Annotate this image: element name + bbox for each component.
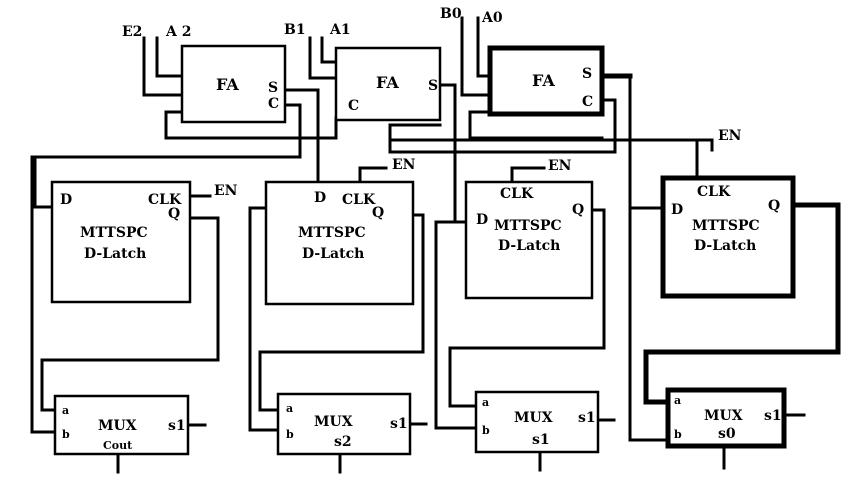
- mux2-title: MUX: [314, 414, 353, 430]
- latch3-q-pin: Q: [168, 206, 180, 222]
- latch3-clk-pin: CLK: [148, 192, 182, 208]
- mux1-output-label: s1: [532, 432, 550, 448]
- fa2-input-b-label: A 2: [165, 24, 191, 40]
- fa0-carry-pin: C: [582, 94, 593, 110]
- mux3-b-pin: b: [62, 428, 70, 441]
- full-adder-2: FA S C E2 A 2: [122, 24, 287, 124]
- latch1-line1: MTTSPC: [494, 218, 562, 234]
- latch1-line2: D-Latch: [498, 238, 560, 254]
- wire-fa1-input-a: [308, 36, 338, 80]
- mux1-sel-pin: s1: [578, 410, 596, 426]
- full-adder-0: FA S C B0 A0: [440, 6, 605, 117]
- mux2-a-pin: a: [286, 402, 293, 415]
- wire-latch2-q-to-mux2: [258, 213, 425, 412]
- latch3-line1: MTTSPC: [80, 225, 148, 241]
- mux0-b-pin: b: [674, 428, 682, 441]
- latch2-q-pin: Q: [372, 205, 384, 221]
- mux3-sel-pin: s1: [168, 418, 186, 434]
- mux2-sel-pin: s1: [390, 416, 408, 432]
- latch3-enable: EN: [214, 183, 238, 199]
- fa0-sum-pin: S: [582, 66, 592, 82]
- wire-latch0-q-to-mux0: [643, 202, 841, 405]
- wire-mux2-b: [248, 206, 280, 432]
- fa2-carry-pin: C: [268, 96, 279, 112]
- mux1-b-pin: b: [482, 424, 490, 437]
- wire-en-bus: [388, 138, 714, 152]
- fa0-input-b-label: A0: [481, 10, 503, 26]
- mux0-sel-pin: s1: [764, 408, 782, 424]
- fa1-input-b-label: A1: [329, 22, 351, 38]
- mux1-title: MUX: [514, 410, 553, 426]
- mux-3: a b MUX s1 Cout: [53, 394, 190, 456]
- wire-fa0-sum-to-latch0: [600, 74, 665, 210]
- latch1-enable: EN: [548, 158, 572, 174]
- latch-2: D CLK Q EN MTTSPC D-Latch: [264, 157, 416, 306]
- fa2-sum-pin: S: [268, 80, 278, 96]
- wire-fa2-carry-to-latch3: [33, 103, 302, 209]
- mux0-output-label: s0: [718, 426, 736, 442]
- mux-1: a b MUX s1 s1: [474, 390, 600, 454]
- latch1-d-pin: D: [476, 212, 488, 228]
- latch0-enable: EN: [718, 128, 742, 144]
- latch-0: CLK D Q EN MTTSPC D-Latch: [660, 128, 796, 299]
- mux-2: a b MUX s1 s2: [276, 392, 412, 456]
- wire-fa2-input-a: [142, 36, 184, 97]
- mux0-a-pin: a: [674, 394, 681, 407]
- latch2-d-pin: D: [314, 190, 326, 206]
- mux1-a-pin: a: [482, 396, 489, 409]
- fa1-title: FA: [376, 73, 399, 92]
- latch1-q-pin: Q: [572, 202, 584, 218]
- latch3-d-pin: D: [60, 192, 72, 208]
- latch0-q-pin: Q: [768, 198, 780, 214]
- latch2-line1: MTTSPC: [298, 225, 366, 241]
- mux3-output-label: Cout: [103, 439, 133, 452]
- latch0-clk-pin: CLK: [697, 184, 731, 200]
- latch0-line1: MTTSPC: [692, 218, 760, 234]
- wire-mux3-b: [30, 155, 57, 434]
- wire-fa1-input-b: [320, 36, 338, 64]
- wire-mux1-b: [434, 220, 478, 430]
- mux3-a-pin: a: [62, 404, 69, 417]
- wire-fa0-carry-to-fa1: [388, 98, 617, 154]
- latch-1: CLK D Q EN MTTSPC D-Latch: [464, 158, 594, 300]
- mux3-title: MUX: [98, 418, 137, 434]
- wire-latch3-q-to-mux3: [40, 216, 220, 412]
- mux0-title: MUX: [704, 408, 743, 424]
- mux-0: a b MUX s1 s0: [665, 387, 787, 449]
- wire-fa2-input-b: [155, 36, 184, 78]
- wire-fa1-carry-to-fa2: [164, 110, 338, 140]
- fa0-title: FA: [532, 71, 555, 90]
- latch0-d-pin: D: [671, 202, 683, 218]
- fa1-input-a-label: B1: [284, 22, 306, 38]
- latch2-clk-pin: CLK: [342, 192, 376, 208]
- wire-fa0-carry-in: [468, 110, 604, 140]
- wire-latch1-q-to-mux1: [448, 208, 606, 408]
- fa2-input-a-label: E2: [122, 24, 142, 40]
- mux2-b-pin: b: [286, 428, 294, 441]
- mux2-output-label: s2: [334, 434, 352, 450]
- full-adder-1: FA S C B1 A1: [284, 22, 442, 122]
- wires: [30, 16, 841, 474]
- latch-3: D CLK Q EN MTTSPC D-Latch: [50, 180, 238, 304]
- fa1-carry-pin: C: [348, 98, 359, 114]
- fa1-sum-pin: S: [428, 78, 438, 94]
- latch0-line2: D-Latch: [694, 238, 756, 254]
- latch3-line2: D-Latch: [84, 246, 146, 262]
- wire-fa0-input-a: [460, 16, 492, 97]
- latch2-enable: EN: [392, 157, 416, 173]
- fa2-title: FA: [216, 75, 239, 94]
- wire-mux0-b: [628, 206, 670, 442]
- latch2-line2: D-Latch: [302, 246, 364, 262]
- fa0-input-a-label: B0: [440, 6, 462, 22]
- wire-fa0-input-b: [476, 16, 492, 78]
- latch1-clk-pin: CLK: [500, 186, 534, 202]
